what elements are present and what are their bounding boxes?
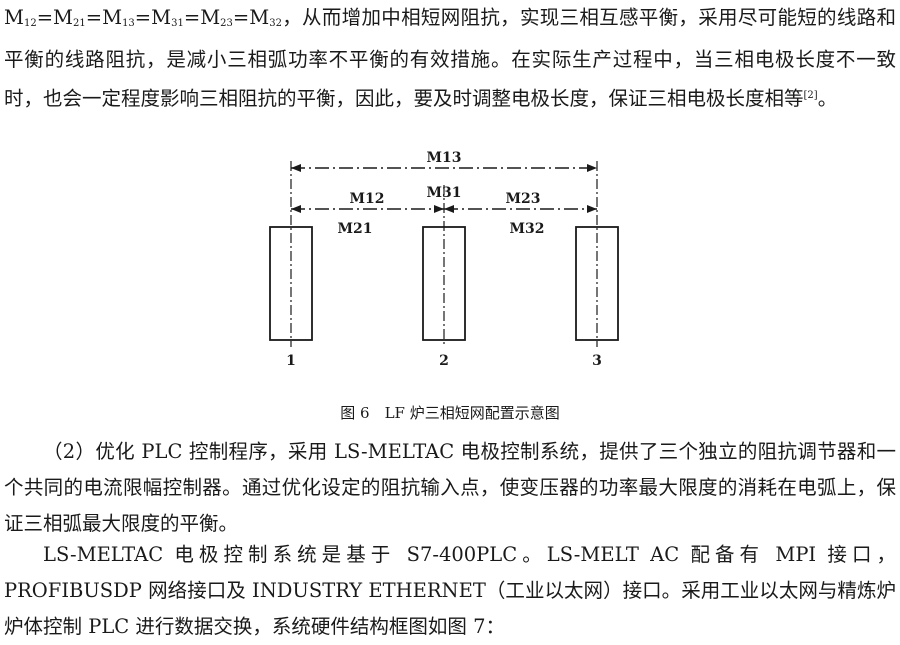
m13-arrow-left	[291, 164, 301, 172]
label-m23: M23	[506, 191, 541, 207]
reference-mark: [2]	[803, 90, 818, 101]
figure-caption: 图 6 LF 炉三相短网配置示意图	[340, 404, 560, 422]
m13-arrow-right	[587, 164, 597, 172]
equation-mutual-inductance: M12=M21=M13=M31=M23=M32	[4, 6, 282, 29]
electrode-number-1: 1	[286, 353, 296, 369]
paragraph-plc-optimization: （2）优化 PLC 控制程序，采用 LS-MELTAC 电极控制系统，提供了三个…	[4, 440, 896, 535]
m23-arrow-left	[444, 205, 454, 213]
label-m12: M12	[350, 191, 385, 207]
label-m32: M32	[510, 221, 545, 237]
m23-arrow-right	[587, 205, 597, 213]
label-m13: M13	[427, 150, 462, 166]
paragraph-impedance-balance: M12=M21=M13=M31=M23=M32，从而增加中相短网阻抗，实现三相互…	[4, 6, 896, 110]
electrode-number-3: 3	[592, 353, 602, 369]
figure-short-network-diagram: M13 M12 M31 M23 M21 M32 1 2 3	[269, 150, 619, 369]
electrode-number-2: 2	[439, 353, 449, 369]
label-m21: M21	[338, 221, 373, 237]
m12-arrow-right	[434, 205, 444, 213]
paragraph-meltac-system: LS-MELTAC 电极控制系统是基于 S7-400PLC。LS-MELT AC…	[4, 543, 896, 638]
m12-arrow-left	[291, 205, 301, 213]
